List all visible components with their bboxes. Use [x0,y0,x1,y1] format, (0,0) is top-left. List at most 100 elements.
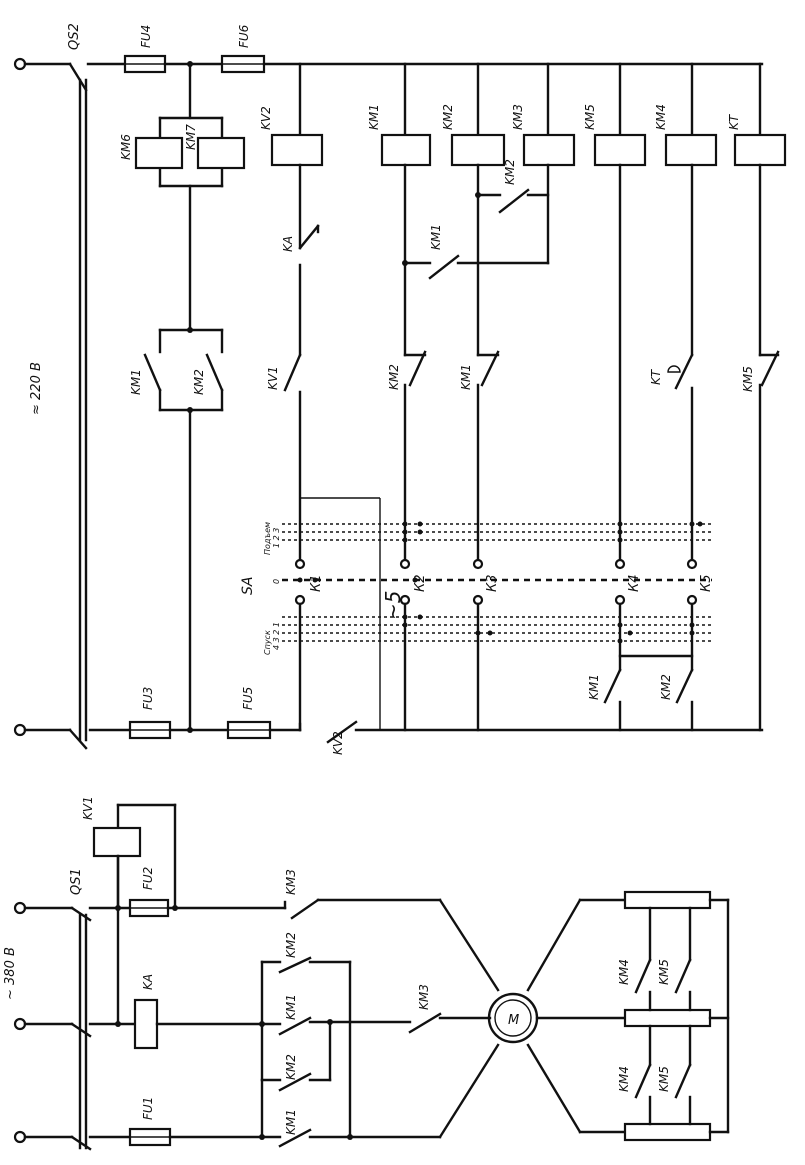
km5-upper-contact [674,958,692,994]
motor-label: M [508,1013,519,1028]
km4-lower-label: KM4 [617,1066,631,1092]
ka-contact [298,224,320,250]
km5-nc-contact [760,350,780,387]
control-voltage-label: ≈ 220 В [29,362,44,415]
km4-upper-contact [634,958,652,994]
sa-contact-k2: К2 [413,574,428,592]
km1-brake-contact [143,353,162,392]
terminal-bottom-left [13,723,27,737]
kt-contact-label: KT [649,368,663,385]
rotor-resistor-3 [623,1122,712,1142]
relay-kv1 [92,826,142,858]
fu5-label: FU5 [241,687,255,710]
controller-sa: Подъем 1 2 3 SA 0 4 3 2 1 Спуск К1 К2 К3… [240,521,714,655]
km2-brake-contact [205,353,224,392]
coil-km2-label: KM2 [441,104,455,130]
coil-kv2 [270,133,324,167]
kv1-label: KV1 [81,796,95,820]
control-circuit: QS2 FU4 FU6 FU3 FU5 KV2 ≈ 220 В [13,23,787,755]
fu1-label: FU1 [141,1097,155,1120]
km2-interlock-label: KM2 [503,159,517,185]
sa-up-positions: 1 2 3 [272,528,281,548]
coil-km7-label: KM7 [184,124,198,150]
km1-nc-label: KM1 [459,364,473,390]
qs2-label: QS2 [67,23,82,50]
coil-km7 [196,136,246,170]
km1-interlock-contact [428,254,460,280]
km5-lower-label: KM5 [657,1066,671,1092]
coil-km1 [380,133,432,167]
km2-brake-label: KM2 [192,369,206,395]
rotor-resistor-2 [623,1008,712,1028]
coil-kt [733,133,787,167]
power-terminal-2 [13,1017,27,1031]
power-terminal-3 [13,1130,27,1144]
kt-timer-symbol [667,365,681,373]
kt-timed-contact [674,353,694,390]
relay-ka [133,998,159,1050]
qs2-blade-top [68,62,88,92]
km2-nc-contact [408,350,427,387]
kv1-contact [283,353,302,392]
km4-lower-contact [634,1063,652,1099]
km5-upper-label: KM5 [657,959,671,985]
km2-bot-contact [278,1072,312,1092]
coil-km3 [522,133,576,167]
sa-contact-k3: К3 [485,574,500,592]
power-voltage-label: ~ 380 В [3,947,18,1000]
km2-nc-label: KM2 [387,364,401,390]
ka-label: KA [141,974,155,990]
coil-km4 [664,133,718,167]
kv2-contact-label: KV2 [331,731,345,755]
fu6-label: FU6 [237,24,251,48]
km1-interlock-label: KM1 [429,224,443,250]
km1-brake-label: KM1 [129,369,143,395]
coil-km5-label: KM5 [583,104,597,130]
km2-top-label: KM2 [284,932,298,958]
km1-bot-label: KM1 [284,1109,298,1135]
km2-interlock-contact [498,188,530,214]
sa-down-label: Спуск [263,630,272,655]
sa-contact-k5: К5 [699,574,714,592]
fu4-label: FU4 [139,25,153,48]
coil-km5 [593,133,647,167]
km3-top-label: KM3 [284,869,298,895]
terminal-top-left [13,57,27,71]
coil-km6 [134,136,184,170]
km2-top-contact [278,956,312,974]
fu2-label: FU2 [141,867,155,890]
km3-mid-contact [408,1012,442,1034]
km2-sa-label: KM2 [659,674,673,700]
km2-sa-contact [675,668,694,704]
rotor-resistor-1 [623,890,712,910]
sa-up-label: Подъем [263,522,272,555]
sa-contact-k1: К1 [309,574,324,592]
km1-sa-contact [603,668,622,704]
qs2-blade-bottom [68,728,88,750]
km3-top-contact [290,898,320,920]
coil-km6-label: KM6 [119,134,133,160]
km5-nc-label: KM5 [741,366,755,392]
km5-lower-contact [674,1063,692,1099]
coil-km2 [450,133,506,167]
kv1-contact-label: KV1 [266,366,280,390]
power-circuit: QS1 ~ 380 В FU2 KM3 KV1 KA KM2 [3,796,730,1151]
coil-km1-label: KM1 [367,104,381,130]
sa-down-positions: 4 3 2 1 [272,622,281,650]
kv2-contact [326,720,358,744]
power-terminal-1 [13,901,27,915]
coil-km4-label: KM4 [654,104,668,130]
km2-bot-label: KM2 [284,1054,298,1080]
km1-sa-label: KM1 [587,674,601,700]
km1-nc-contact [480,350,500,387]
ka-contact-label: KA [281,236,295,252]
sa-contact-k4: К4 [627,574,642,592]
km4-upper-label: KM4 [617,959,631,985]
km1-bot-contact [278,1128,312,1148]
km1-top-contact [278,1016,312,1036]
fu3-label: FU3 [141,687,155,710]
sa-label: SA [240,577,256,595]
sheet-mark: ~5 [381,591,405,620]
sa-zero-label: 0 [272,579,281,584]
